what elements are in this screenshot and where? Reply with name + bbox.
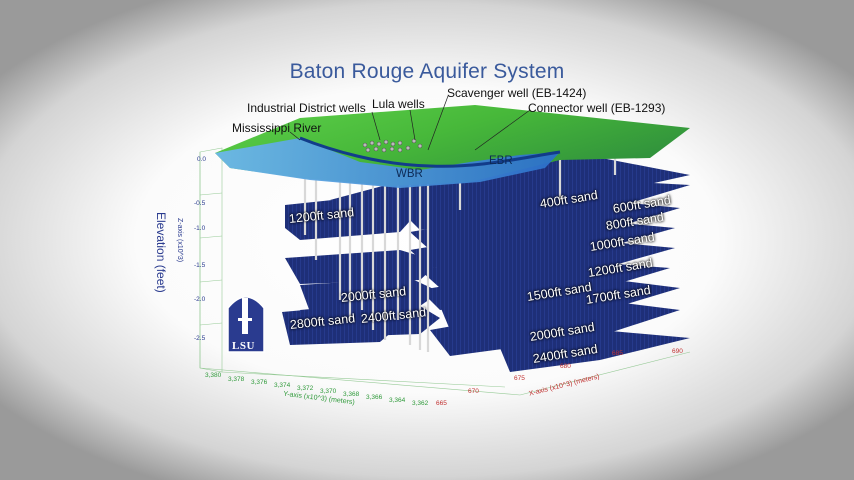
y-tick: 3,366 <box>366 394 383 401</box>
callout-scavenger-well: Scavenger well (EB-1424) <box>447 86 587 100</box>
page-title: Baton Rouge Aquifer System <box>289 60 565 83</box>
sand-layer-1000-right <box>410 220 675 268</box>
sand-layer-2000-right <box>430 300 680 356</box>
callout-mississippi-river: Mississippi River <box>232 121 322 135</box>
callout-lines <box>289 95 531 151</box>
x-tick: 685 <box>612 350 623 357</box>
z-tick: -2.5 <box>194 335 206 342</box>
z-tick: 0.0 <box>197 156 207 163</box>
sand-layer-800-right <box>410 200 680 250</box>
y-tick: 3,364 <box>389 397 406 404</box>
y-tick: 3,372 <box>297 385 314 392</box>
callout-industrial-wells: Industrial District wells <box>247 101 366 115</box>
sand-layer-2800-left <box>282 305 400 345</box>
y-tick: 3,378 <box>228 376 245 383</box>
x-tick: 680 <box>560 363 571 370</box>
z-axis-label: Z-axis (x10^3) <box>176 218 183 263</box>
y-tick: 3,374 <box>274 382 291 389</box>
y-tick: 3,362 <box>412 400 429 407</box>
well-heads <box>362 138 423 153</box>
land-surface <box>215 105 690 188</box>
lsu-logo <box>227 296 265 353</box>
elevation-axis-label: Elevation (feet) <box>154 212 168 293</box>
x-tick: 670 <box>468 388 479 395</box>
y-tick: 3,368 <box>343 391 360 398</box>
y-tick: 3,376 <box>251 379 268 386</box>
sand-layer-600-right <box>400 180 690 230</box>
z-tick: -1.5 <box>194 262 206 269</box>
map-label-wbr: WBR <box>396 168 423 180</box>
sand-layer-1200-right <box>420 240 675 288</box>
sand-layer-1200-left <box>285 195 420 240</box>
mississippi-river <box>215 138 560 188</box>
callout-connector-well: Connector well (EB-1293) <box>528 101 666 115</box>
y-tick: 3,370 <box>320 388 337 395</box>
z-tick: -2.0 <box>194 296 206 303</box>
sand-layer-1700-right <box>440 278 680 330</box>
x-tick: 665 <box>436 400 447 407</box>
lsu-logo-text: LSU <box>232 340 255 352</box>
z-tick: -1.0 <box>194 225 206 232</box>
callout-lula-wells: Lula wells <box>372 97 425 111</box>
x-tick: 675 <box>514 375 525 382</box>
grid-frame <box>199 147 691 396</box>
map-label-ebr: EBR <box>489 155 513 167</box>
z-tick: -0.5 <box>194 200 206 207</box>
sand-layer-1500-right <box>420 262 670 310</box>
x-tick: 690 <box>672 348 683 355</box>
y-tick: 3,380 <box>205 372 222 379</box>
